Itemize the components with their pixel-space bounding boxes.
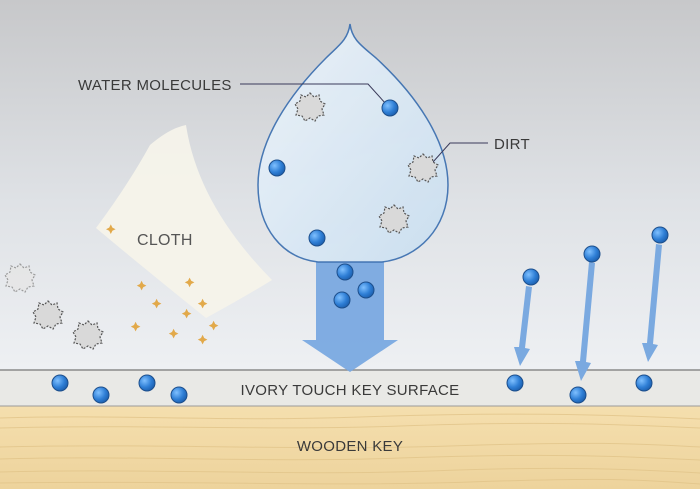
water-molecule-icon	[51, 374, 69, 392]
water-molecule-icon	[583, 245, 601, 263]
sparkles	[106, 224, 219, 345]
water-molecule-icon	[651, 226, 669, 244]
sparkle-icon	[197, 298, 208, 309]
water-molecule-icon	[569, 386, 587, 404]
sparkle-icon	[106, 224, 116, 234]
water-molecule-icon	[635, 374, 653, 392]
dirt-particles	[4, 92, 439, 350]
leader-lines	[240, 83, 488, 163]
label-cloth: CLOTH	[137, 232, 193, 249]
water-molecule-icon	[138, 374, 156, 392]
label-water-molecules: WATER MOLECULES	[78, 77, 232, 94]
water-molecule-icon	[506, 374, 524, 392]
dirt-particle-icon	[294, 92, 326, 122]
water-molecule-icon	[308, 229, 326, 247]
dirt-particle-icon	[72, 320, 104, 350]
water-molecules	[51, 99, 669, 404]
down-arrow-icon	[514, 286, 532, 366]
label-dirt: DIRT	[494, 136, 530, 153]
water-molecule-icon	[522, 268, 540, 286]
dirt-particle-icon	[378, 204, 410, 234]
down-arrow-icon	[575, 262, 595, 381]
sparkle-icon	[184, 277, 195, 288]
sparkle-icon	[168, 328, 179, 339]
water-molecule-icon	[92, 386, 110, 404]
sparkle-icon	[197, 334, 208, 345]
sparkle-icon	[151, 298, 162, 309]
sparkle-icon	[208, 320, 219, 331]
label-wooden-key: WOODEN KEY	[297, 438, 403, 455]
cloth	[96, 125, 272, 318]
sparkle-icon	[130, 321, 141, 332]
wooden-key	[0, 406, 700, 489]
water-molecule-icon	[381, 99, 399, 117]
dirt-particle-icon	[32, 300, 64, 330]
dirt-particle-icon	[4, 263, 36, 293]
water-molecule-icon	[336, 263, 354, 281]
down-arrow-icon	[642, 244, 662, 362]
small-arrows	[514, 244, 662, 381]
water-molecule-icon	[357, 281, 375, 299]
dirt-particle-icon	[407, 153, 439, 183]
water-molecule-icon	[268, 159, 286, 177]
sparkle-icon	[136, 280, 147, 291]
label-surface: IVORY TOUCH KEY SURFACE	[241, 382, 460, 399]
sparkle-icon	[181, 308, 192, 319]
water-molecule-icon	[170, 386, 188, 404]
water-molecule-icon	[333, 291, 351, 309]
